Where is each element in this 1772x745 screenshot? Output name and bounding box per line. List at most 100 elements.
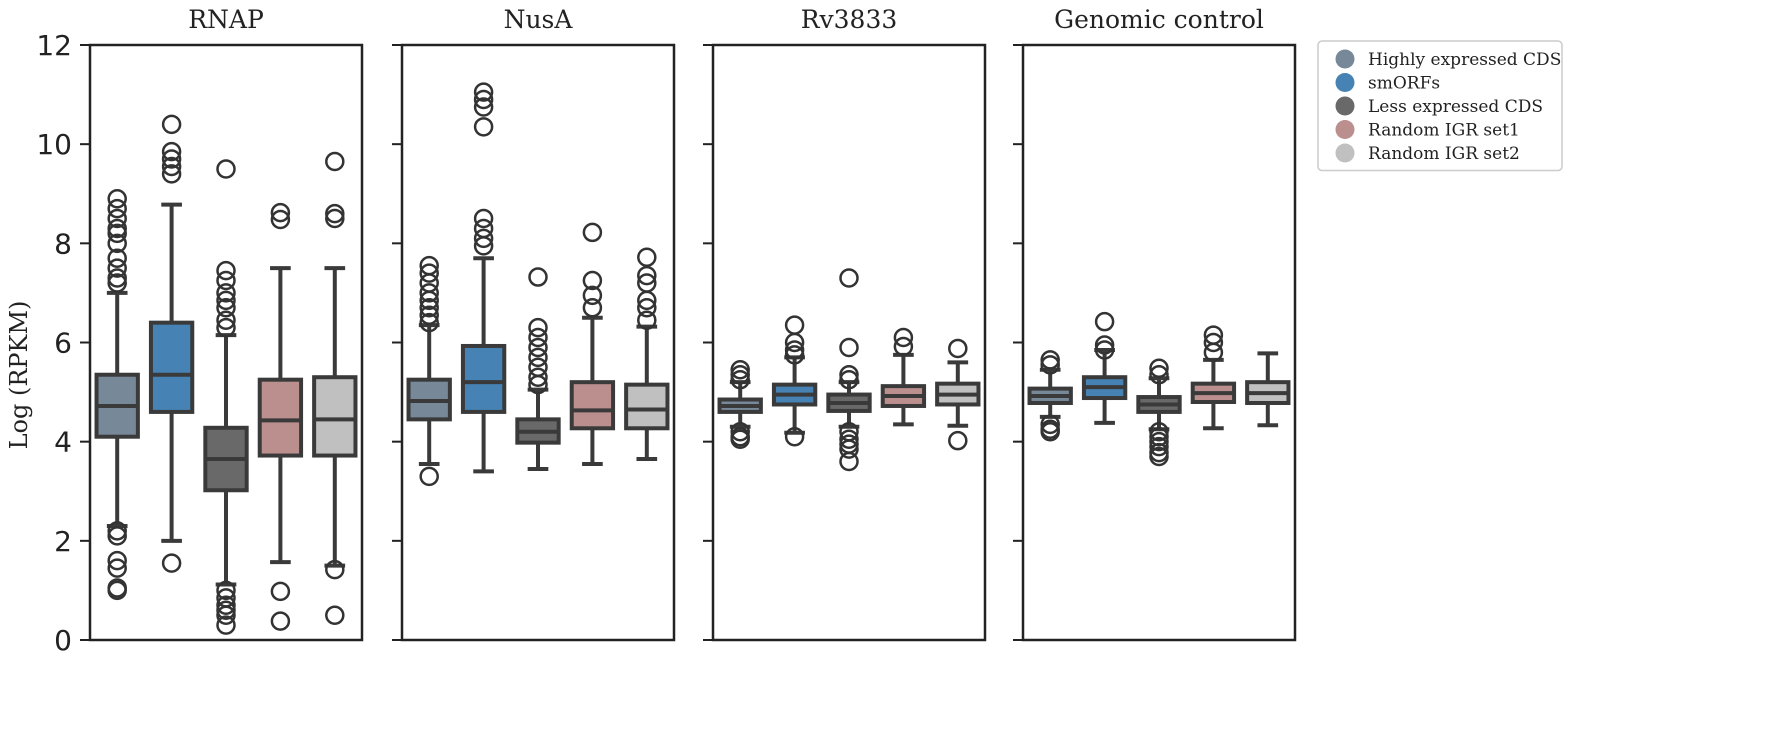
outlier-point <box>107 188 127 209</box>
outlier-point <box>730 422 750 442</box>
outlier-point <box>419 273 439 293</box>
outlier-point <box>730 429 750 449</box>
outlier-point <box>730 360 750 380</box>
outlier-point <box>270 209 291 230</box>
box-random-igr-set1 <box>257 202 304 631</box>
outlier-point <box>419 312 439 333</box>
outlier-point <box>216 600 236 620</box>
outlier-point <box>270 202 291 223</box>
outlier-point <box>216 283 236 303</box>
outlier-point <box>161 164 182 184</box>
outlier-point <box>107 558 127 578</box>
outlier-point <box>948 430 968 451</box>
outlier-point <box>161 553 182 573</box>
panel-frame <box>88 43 364 642</box>
outlier-point <box>784 345 805 365</box>
legend-item: Random IGR set2 <box>1335 143 1520 164</box>
legend-marker <box>1335 120 1355 139</box>
outlier-point <box>216 260 236 281</box>
outlier-point <box>784 315 805 335</box>
box-random-igr-set1 <box>880 327 927 427</box>
outlier-point <box>582 285 603 306</box>
outlier-point <box>784 426 805 447</box>
panel-title: Rv3833 <box>801 5 898 34</box>
outlier-point <box>839 369 859 390</box>
box-highly-expressed-cds <box>717 360 763 449</box>
y-axis-label: Log (RPKM) <box>5 301 33 450</box>
outlier-point <box>1203 342 1224 363</box>
outlier-point <box>161 149 182 169</box>
legend-marker <box>1335 143 1355 163</box>
outlier-point <box>161 141 182 162</box>
legend-label: Random IGR set1 <box>1368 121 1520 141</box>
outlier-point <box>107 223 127 244</box>
outlier-point <box>730 364 750 385</box>
outlier-point <box>473 218 494 239</box>
panel-frame <box>400 43 676 642</box>
y-tick-label: 10 <box>36 128 72 161</box>
panel-frame <box>711 43 987 642</box>
outlier-point <box>528 327 548 348</box>
outlier-point <box>473 208 494 229</box>
outlier-point <box>1040 350 1060 370</box>
outlier-point <box>1149 358 1169 379</box>
box-iqr <box>569 380 616 431</box>
outlier-point <box>637 247 657 267</box>
outlier-point <box>1149 422 1169 442</box>
outlier-point <box>107 268 127 288</box>
outlier-point <box>528 267 548 287</box>
y-tick-label: 12 <box>36 29 72 62</box>
outlier-point <box>419 298 439 318</box>
legend-marker <box>1335 96 1355 116</box>
outlier-point <box>161 156 182 177</box>
outlier-point <box>1094 335 1115 355</box>
outlier-point <box>839 268 859 288</box>
outlier-point <box>216 159 236 179</box>
outlier-point <box>216 605 236 625</box>
outlier-point <box>216 615 236 635</box>
legend-label: Random IGR set2 <box>1368 144 1520 164</box>
box-random-igr-set1 <box>569 222 616 466</box>
outlier-point <box>582 222 603 243</box>
outlier-point <box>1040 422 1060 442</box>
box-random-igr-set2 <box>312 151 358 625</box>
outlier-point <box>270 581 291 602</box>
legend-item: smORFs <box>1335 73 1440 94</box>
outlier-point <box>1040 355 1060 375</box>
outlier-point <box>107 233 127 254</box>
panel-genomic-control: Genomic control <box>1013 5 1297 642</box>
panel-nusa: NusA <box>392 5 676 642</box>
panel-rv3833: Rv3833 <box>703 5 987 642</box>
box-less-expressed-cds <box>826 268 872 472</box>
outlier-point <box>473 89 494 110</box>
outlier-point <box>948 338 968 359</box>
outlier-point <box>419 305 439 325</box>
outlier-point <box>528 357 548 378</box>
outlier-point <box>419 283 439 303</box>
box-less-expressed-cds <box>515 267 561 471</box>
outlier-point <box>1094 340 1115 360</box>
legend-item: Highly expressed CDS <box>1335 49 1561 70</box>
legend-frame <box>1317 40 1563 172</box>
outlier-point <box>107 208 127 229</box>
outlier-point <box>784 332 805 353</box>
outlier-point <box>473 117 494 137</box>
outlier-point <box>107 580 127 601</box>
outlier-point <box>107 198 127 219</box>
outlier-point <box>325 208 345 229</box>
panel-title: NusA <box>504 5 574 34</box>
box-smorfs <box>148 114 195 573</box>
outlier-point <box>107 218 127 239</box>
y-tick-label: 4 <box>54 426 72 459</box>
box-highly-expressed-cds <box>1027 350 1073 442</box>
outlier-point <box>893 327 914 348</box>
outlier-point <box>784 340 805 360</box>
panel-title: RNAP <box>188 5 264 34</box>
outlier-point <box>107 521 127 541</box>
outlier-point <box>637 298 657 318</box>
outlier-point <box>419 466 439 487</box>
outlier-point <box>528 374 548 395</box>
box-smorfs <box>1081 311 1128 425</box>
